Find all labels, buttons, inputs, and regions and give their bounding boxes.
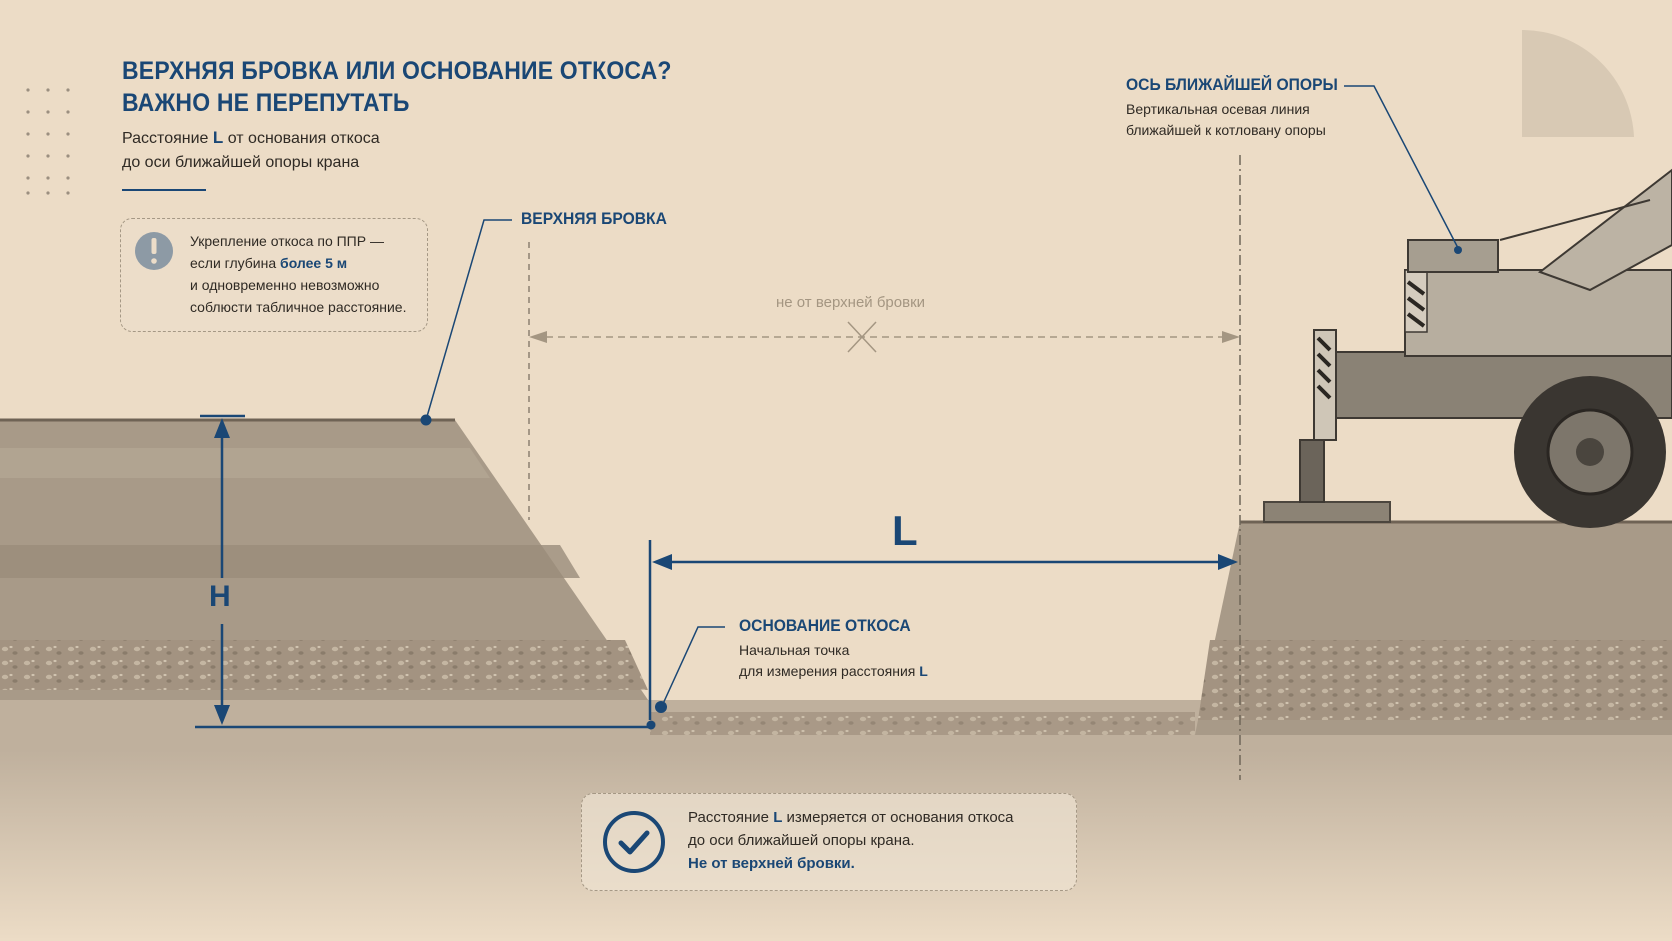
checkmark-icon [603, 811, 665, 873]
support-axis-title: ОСЬ БЛИЖАЙШЕЙ ОПОРЫ [1126, 75, 1338, 94]
subtitle-text: Расстояние [122, 130, 209, 147]
slope-base-leader [661, 626, 725, 707]
warning-depth-value: более 5 м [280, 255, 348, 271]
slope-base-point-lower [646, 720, 656, 730]
warning-line-2: если глубина [190, 255, 277, 271]
warning-callout [120, 218, 428, 332]
subtitle-text-2: от основания откоса [227, 130, 380, 147]
warning-line-4: соблюсти табличное расстояние. [190, 299, 407, 315]
conclusion-text: Расстояние L измеряется от основания отк… [688, 806, 1014, 875]
warning-line-1: Укрепление откоса по ППР — [190, 233, 384, 249]
decor-quarter-circle-top-right [1522, 29, 1634, 138]
slope-base-callout: ОСНОВАНИЕ ОТКОСА Начальная точка для изм… [739, 616, 928, 682]
title-line-2: ВАЖНО НЕ ПЕРЕПУТАТЬ [122, 89, 410, 117]
slope-base-L: L [919, 663, 928, 679]
title-divider [122, 189, 206, 191]
depth-H-arrow [195, 414, 652, 729]
conclusion-line-2: до оси ближайшей опоры крана. [688, 832, 915, 849]
distance-L-label: L [892, 507, 918, 554]
support-axis-leader [1344, 85, 1459, 249]
slope-base-title: ОСНОВАНИЕ ОТКОСА [739, 616, 911, 635]
warning-line-3: и одновременно невозможно [190, 277, 380, 293]
top-edge-leader [425, 219, 512, 421]
conclusion-line-1: Расстояние [688, 809, 770, 826]
support-axis-line-1: Вертикальная осевая линия [1126, 101, 1310, 117]
subtitle-L: L [212, 128, 224, 147]
conclusion-L: L [773, 809, 783, 826]
wrong-distance-arrow [529, 321, 1240, 353]
slope-base-line-1: Начальная точка [739, 642, 850, 658]
soil-left-bank [0, 418, 655, 710]
slope-base-line-2: для измерения расстояния [739, 663, 916, 679]
depth-H-label: H [209, 580, 231, 613]
distance-L-arrow [648, 540, 1238, 720]
soil-right-bank [1195, 520, 1672, 735]
slope-base-point [655, 701, 667, 713]
page-subtitle: Расстояние L от основания откоса до оси … [122, 126, 380, 175]
page-title: ВЕРХНЯЯ БРОВКА ИЛИ ОСНОВАНИЕ ОТКОСА? ВАЖ… [122, 55, 672, 119]
crane-illustration [1263, 168, 1672, 528]
conclusion-line-1-suffix: измеряется от основания откоса [786, 809, 1014, 826]
support-axis-callout: ОСЬ БЛИЖАЙШЕЙ ОПОРЫ Вертикальная осевая … [1126, 75, 1356, 141]
support-axis-point [1454, 246, 1462, 254]
conclusion-line-3: Не от верхней бровки. [688, 855, 855, 872]
subtitle-line-2: до оси ближайшей опоры крана [122, 154, 360, 171]
warning-text: Укрепление откоса по ППР — если глубина … [190, 230, 430, 318]
title-line-1: ВЕРХНЯЯ БРОВКА ИЛИ ОСНОВАНИЕ ОТКОСА? [122, 57, 672, 85]
decor-dots-top-left [26, 88, 70, 195]
support-axis-line-2: ближайшей к котловану опоры [1126, 122, 1326, 138]
top-edge-point [420, 414, 432, 426]
not-from-top-label: не от верхней бровки [776, 294, 926, 311]
top-edge-label: ВЕРХНЯЯ БРОВКА [521, 209, 667, 228]
